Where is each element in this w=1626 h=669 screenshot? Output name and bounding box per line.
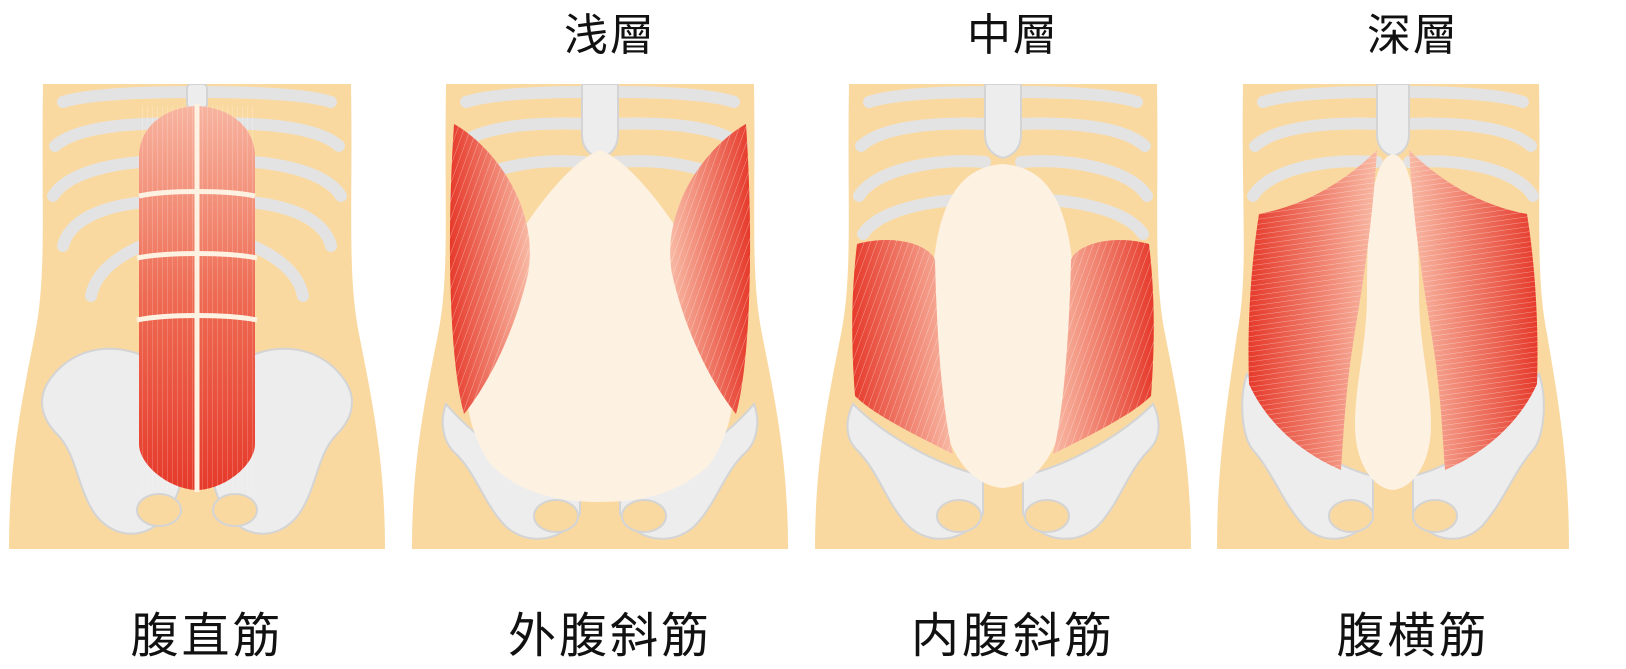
panel-rectus-abdominis: 腹直筋 bbox=[7, 0, 407, 669]
torso-illustration bbox=[7, 84, 387, 549]
panel-transversus-abdominis: 深層 bbox=[1213, 0, 1613, 669]
muscle-name: 腹横筋 bbox=[1213, 604, 1613, 668]
torso-illustration bbox=[410, 84, 790, 549]
panel-internal-oblique: 中層 bbox=[813, 0, 1213, 669]
layer-label: 深層 bbox=[1213, 6, 1613, 66]
torso-illustration bbox=[813, 84, 1193, 549]
sternum bbox=[985, 84, 1021, 158]
layer-label: 中層 bbox=[813, 6, 1213, 66]
torso-illustration bbox=[1213, 84, 1593, 549]
muscle-name: 内腹斜筋 bbox=[813, 604, 1213, 668]
panel-external-oblique: 浅層 bbox=[410, 0, 810, 669]
sternum bbox=[1377, 84, 1409, 156]
rectus-abdominis-muscle bbox=[137, 104, 257, 492]
linea-alba-fascia bbox=[931, 164, 1075, 488]
sternum bbox=[582, 84, 618, 158]
muscle-name: 外腹斜筋 bbox=[410, 604, 810, 668]
muscle-name: 腹直筋 bbox=[7, 604, 407, 668]
layer-label: 浅層 bbox=[410, 6, 810, 66]
